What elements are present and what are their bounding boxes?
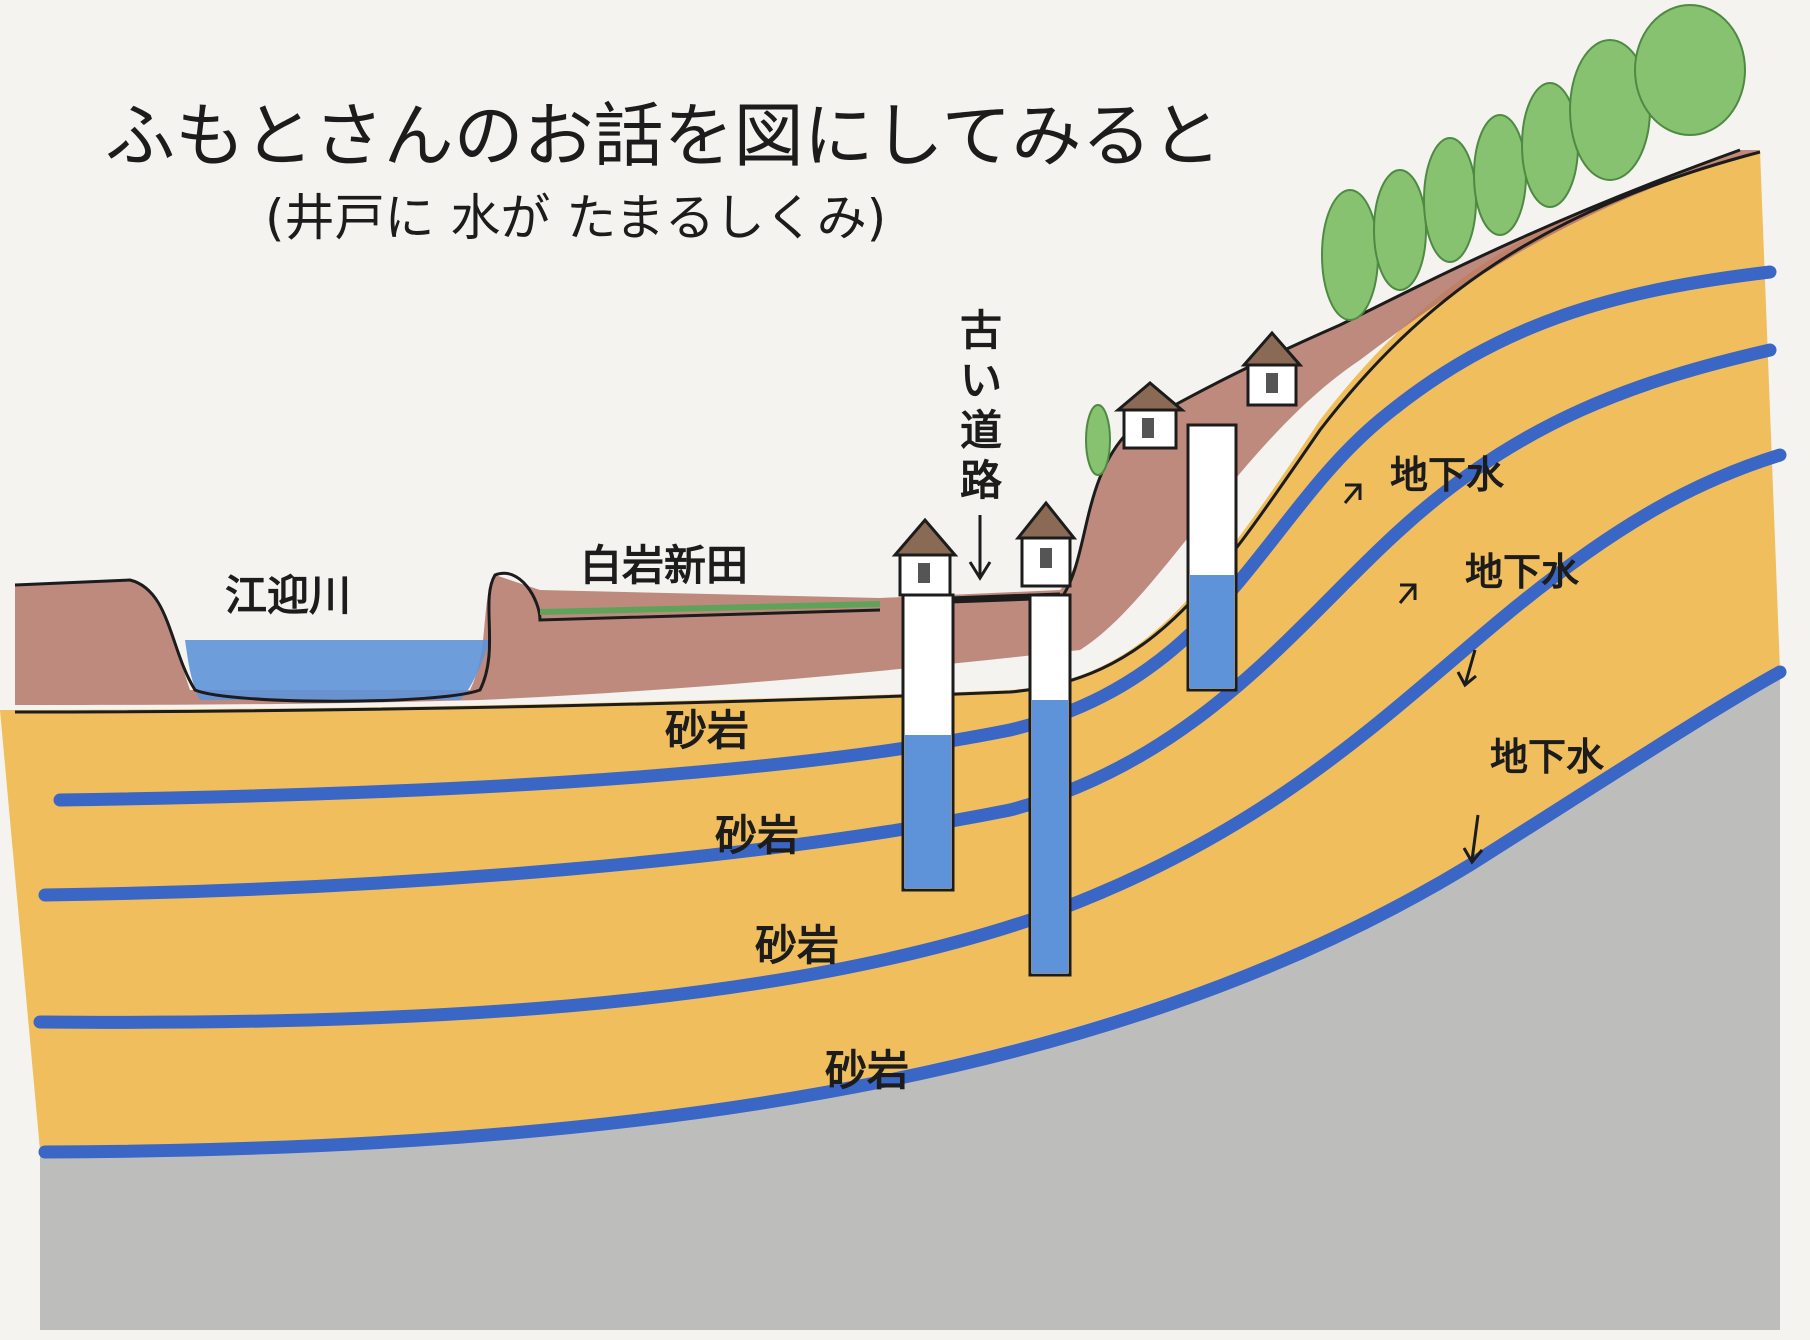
well-2-water bbox=[1032, 700, 1068, 973]
old-road-label-char-1: 古 bbox=[960, 306, 1002, 355]
groundwater-label-2: 地下水 bbox=[1465, 550, 1580, 594]
river-bank-outline bbox=[14, 571, 881, 703]
river-water bbox=[185, 640, 490, 700]
groundwater-seam-1 bbox=[53, 265, 1777, 807]
tree bbox=[1634, 4, 1746, 136]
river-label: 江迎川 bbox=[225, 571, 351, 620]
bedrock-layer bbox=[40, 670, 1780, 1330]
groundwater-seam-2 bbox=[38, 343, 1777, 902]
page-title: ふもとさんのお話を図にしてみると bbox=[105, 95, 1222, 177]
groundwater-label-1: 地下水 bbox=[1390, 453, 1505, 497]
arrow-up-icon bbox=[1343, 483, 1362, 504]
sandstone-label-3: 砂岩 bbox=[755, 921, 839, 970]
sandstone-label-1: 砂岩 bbox=[665, 706, 749, 755]
tree bbox=[1473, 114, 1527, 236]
houses bbox=[891, 330, 1304, 597]
page-subtitle: (井戸に 水が たまるしくみ) bbox=[265, 189, 886, 247]
sandstone-label-2: 砂岩 bbox=[715, 811, 799, 860]
groundwater-label-3: 地下水 bbox=[1490, 735, 1605, 779]
old-road-label-char-2: い bbox=[960, 356, 1002, 405]
house-1 bbox=[891, 517, 959, 597]
groundwater-seam-4 bbox=[38, 665, 1787, 1159]
groundwater-arrows bbox=[1343, 483, 1484, 865]
arrow-down-icon bbox=[1462, 814, 1484, 865]
wells bbox=[901, 423, 1238, 977]
old-road-label: 古 い 道 路 bbox=[960, 306, 1003, 505]
rice-field-label: 白岩新田 bbox=[580, 541, 748, 590]
road-arrow-icon bbox=[968, 515, 992, 581]
groundwater-seams bbox=[33, 265, 1787, 1159]
well-1-water bbox=[905, 735, 951, 888]
old-road-label-char-4: 路 bbox=[960, 456, 1003, 505]
sandstone-mass bbox=[0, 150, 1780, 1150]
tree bbox=[1373, 169, 1427, 291]
sandstone-top-outline bbox=[14, 150, 1761, 714]
house-4 bbox=[1240, 330, 1304, 407]
groundwater-seam-3 bbox=[33, 448, 1787, 1029]
tree bbox=[1321, 189, 1379, 321]
well-3-water bbox=[1190, 575, 1234, 688]
arrow-down-icon bbox=[1456, 649, 1477, 688]
trees bbox=[1085, 4, 1746, 476]
arrow-up-icon bbox=[1398, 583, 1417, 604]
rice-field-grass bbox=[539, 601, 881, 615]
house-2 bbox=[1014, 500, 1078, 588]
tree bbox=[1423, 137, 1477, 263]
sandstone-label-4: 砂岩 bbox=[825, 1046, 909, 1095]
tree-small bbox=[1085, 404, 1111, 476]
old-road-label-char-3: 道 bbox=[960, 406, 1002, 455]
house-3 bbox=[1113, 381, 1187, 450]
